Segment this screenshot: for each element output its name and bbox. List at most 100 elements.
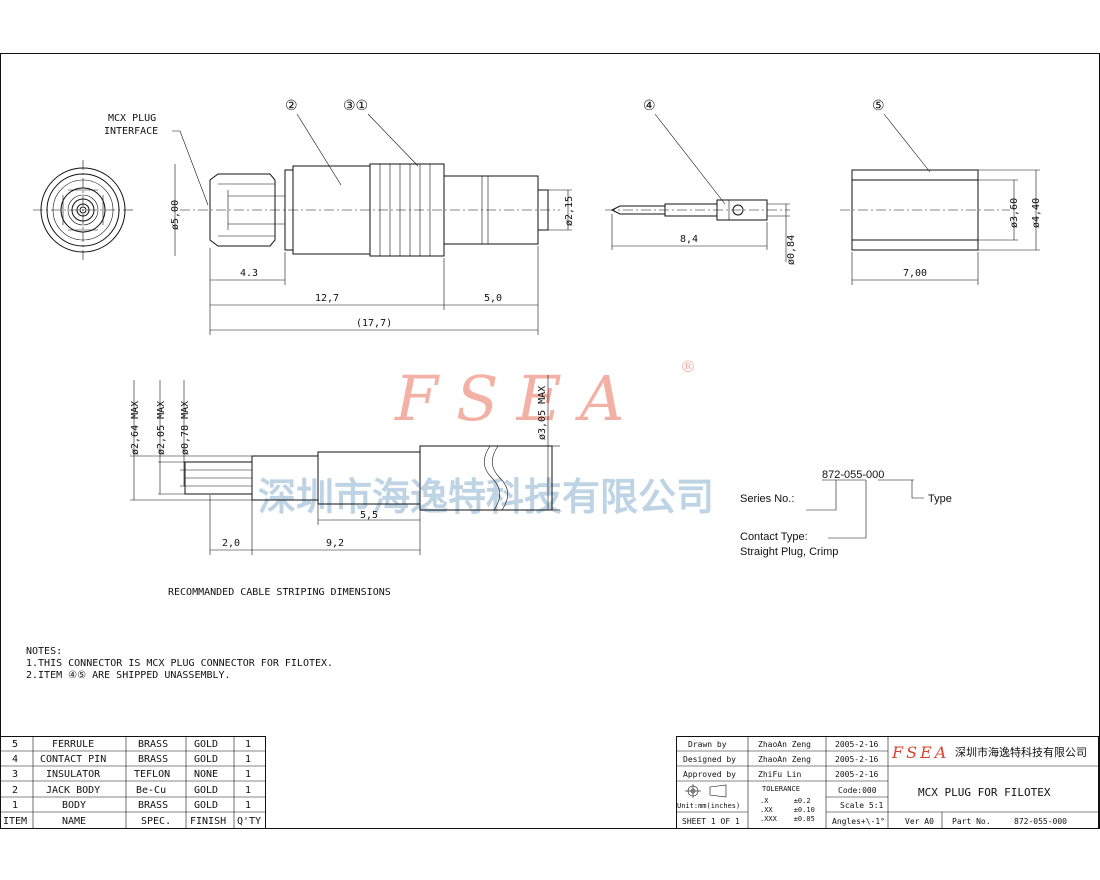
bom-r3-finish: NONE	[194, 769, 218, 780]
bom-r2-name: CONTACT PIN	[40, 754, 106, 765]
dim-92: 9,2	[326, 538, 344, 549]
bom-r1-name: FERRULE	[52, 739, 94, 750]
bom-r4-name: JACK BODY	[46, 785, 100, 796]
dim-127: 12,7	[315, 293, 339, 304]
tb-approved-name: ZhiFu Lin	[758, 770, 802, 779]
tb-logo: FSEA	[891, 743, 949, 762]
bom-header-spec: SPEC.	[141, 816, 171, 827]
bom-r5-spec: BRASS	[138, 800, 168, 811]
bom-r5-finish: GOLD	[194, 800, 218, 811]
bom-r3-name: INSULATOR	[46, 769, 101, 780]
dim-dia-264: ø2,64 MAX	[130, 401, 141, 455]
watermark-registered: ®	[680, 357, 696, 376]
watermark: FSEA ® 深圳市海逸特科技有限公司	[258, 357, 714, 519]
callout-5: ⑤	[872, 98, 885, 114]
dim-dia-500: ø5,00	[170, 200, 181, 230]
bom-r1-item: 5	[12, 739, 18, 750]
dim-84: 8,4	[680, 234, 698, 245]
notes-title: NOTES:	[26, 646, 62, 657]
bom-r4-finish: GOLD	[194, 785, 218, 796]
dim-50: 5,0	[484, 293, 502, 304]
bom-table: 5 FERRULE BRASS GOLD 1 4 CONTACT PIN BRA…	[0, 736, 266, 829]
code-type-label: Type	[928, 493, 952, 505]
tb-part-no: 872-055-000	[1014, 817, 1067, 826]
tb-drawn-date: 2005-2-16	[835, 740, 879, 749]
tb-tolerance: TOLERANCE	[762, 785, 800, 793]
bom-header-qty: Q'TY	[237, 816, 261, 827]
callout-mcx-plug: MCX PLUG	[108, 113, 156, 124]
tb-scale: Scale 5:1	[840, 801, 884, 810]
tb-ver: Ver A0	[905, 817, 934, 826]
tb-designed-date: 2005-2-16	[835, 755, 879, 764]
bom-header-item: ITEM	[3, 816, 27, 827]
bom-r2-finish: GOLD	[194, 754, 218, 765]
dim-700: 7,00	[903, 268, 927, 279]
bom-r3-item: 3	[12, 769, 18, 780]
watermark-company: 深圳市海逸特科技有限公司	[258, 475, 714, 519]
bom-r5-qty: 1	[245, 800, 251, 811]
tb-sheet: SHEET 1 OF 1	[682, 817, 740, 826]
bom-r2-qty: 1	[245, 754, 251, 765]
watermark-brand: FSEA	[394, 362, 643, 435]
striping-caption: RECOMMANDED CABLE STRIPING DIMENSIONS	[168, 587, 391, 598]
dim-dia-360: ø3,60	[1009, 198, 1020, 228]
dim-dia-205: ø2,05 MAX	[156, 401, 167, 455]
tb-designed-name: ZhaoAn Zeng	[758, 755, 811, 764]
dim-dia-078: ø0,78 MAX	[180, 401, 191, 455]
tb-title: MCX PLUG FOR FILOTEX	[918, 786, 1051, 799]
bom-r3-qty: 1	[245, 769, 251, 780]
projection-symbol-icon	[685, 784, 727, 798]
tb-drawn-label: Drawn by	[688, 740, 727, 749]
ferrule-view	[840, 169, 1010, 251]
notes-line-2: 2.ITEM ④⑤ ARE SHIPPED UNASSEMBLY.	[26, 670, 231, 681]
callout-2: ②	[285, 98, 298, 114]
tb-tol-2: .XX ±0.10	[760, 806, 815, 814]
title-block: Drawn by ZhaoAn Zeng 2005-2-16 Designed …	[676, 736, 1099, 829]
front-view	[33, 160, 133, 260]
tb-approved-date: 2005-2-16	[835, 770, 879, 779]
code-series-label: Series No.:	[740, 493, 794, 505]
tb-drawn-name: ZhaoAn Zeng	[758, 740, 811, 749]
part-code-diagram: 872-055-000 Series No.: Type Contact Typ…	[740, 469, 952, 558]
bom-r4-qty: 1	[245, 785, 251, 796]
tb-tol-3: .XXX ±0.05	[760, 815, 815, 823]
code-contact-value: Straight Plug, Crimp	[740, 546, 838, 558]
bom-r5-name: BODY	[62, 800, 86, 811]
bom-r1-spec: BRASS	[138, 739, 168, 750]
tb-units: Unit:mm(inches)	[677, 802, 740, 810]
main-side-view	[180, 163, 560, 257]
dim-43: 4.3	[240, 268, 258, 279]
tb-code: Code:000	[838, 786, 877, 795]
dim-20: 2,0	[222, 538, 240, 549]
bom-r5-item: 1	[12, 800, 18, 811]
code-contact-type: Contact Type:	[740, 531, 808, 543]
bom-r2-item: 4	[12, 754, 18, 765]
callout-3-1: ③①	[343, 98, 368, 114]
notes-line-1: 1.THIS CONNECTOR IS MCX PLUG CONNECTOR F…	[26, 658, 333, 669]
dim-dia-084: ø0,84	[786, 235, 797, 265]
code-number: 872-055-000	[822, 469, 884, 481]
dim-dia-305: ø3,05 MAX	[537, 386, 548, 440]
contact-pin-view	[605, 199, 790, 221]
bom-r3-spec: TEFLON	[134, 769, 170, 780]
tb-angles: Angles+\-1°	[832, 817, 885, 826]
bom-header-name: NAME	[62, 816, 86, 827]
callout-interface: INTERFACE	[104, 126, 158, 137]
cable-striping-view	[184, 445, 553, 511]
bom-r1-qty: 1	[245, 739, 251, 750]
tb-part-label: Part No.	[952, 817, 991, 826]
bom-header-finish: FINISH	[190, 816, 226, 827]
dim-177: (17,7)	[356, 318, 392, 329]
tb-approved-label: Approved by	[683, 770, 736, 779]
tb-designed-label: Designed by	[683, 755, 736, 764]
dim-55: 5,5	[360, 510, 378, 521]
dim-dia-215: ø2,15	[564, 196, 575, 226]
tb-company: 深圳市海逸特科技有限公司	[955, 745, 1087, 759]
bom-r4-item: 2	[12, 785, 18, 796]
callout-4: ④	[643, 98, 656, 114]
tb-tol-1: .X ±0.2	[760, 797, 811, 805]
bom-r1-finish: GOLD	[194, 739, 218, 750]
dim-dia-440: ø4,40	[1031, 198, 1042, 228]
bom-r4-spec: Be-Cu	[136, 785, 166, 796]
